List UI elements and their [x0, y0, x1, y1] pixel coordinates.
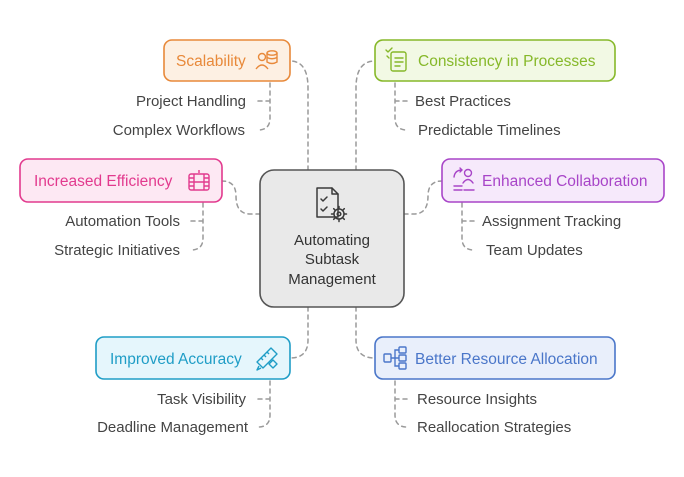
connector-resources	[355, 306, 376, 359]
efficiency-item-2: Strategic Initiatives	[54, 242, 180, 259]
resources-item-2: Reallocation Strategies	[417, 419, 571, 436]
connector-consistency	[355, 60, 376, 171]
film-strip-icon	[188, 170, 210, 191]
branch-consistency[interactable]: Consistency in Processes	[374, 39, 616, 82]
scalability-item-2: Complex Workflows	[113, 122, 245, 139]
branch-collaboration-label: Enhanced Collaboration	[482, 173, 647, 190]
collaboration-item-1: Assignment Tracking	[482, 213, 621, 230]
team-exchange-icon	[453, 167, 475, 191]
connector-collaboration	[403, 180, 443, 215]
checklist-icon	[385, 47, 407, 72]
hierarchy-icon	[383, 346, 407, 370]
branch-accuracy-label: Improved Accuracy	[110, 351, 242, 368]
branch-resources[interactable]: Better Resource Allocation	[374, 336, 616, 380]
branch-consistency-label: Consistency in Processes	[418, 53, 596, 70]
center-title-line-2: Subtask	[305, 251, 360, 268]
bracket-scalability	[257, 82, 271, 131]
connectors	[190, 60, 475, 428]
efficiency-item-1: Automation Tools	[65, 213, 180, 230]
bracket-consistency	[394, 82, 408, 131]
bracket-resources	[394, 380, 408, 428]
task-settings-icon	[316, 187, 348, 223]
consistency-item-2: Predictable Timelines	[418, 122, 561, 139]
branch-scalability-label: Scalability	[176, 53, 246, 70]
bracket-collaboration	[461, 202, 475, 251]
center-title-line-3: Management	[288, 271, 376, 288]
connector-efficiency	[221, 180, 261, 215]
bracket-efficiency	[190, 202, 204, 251]
user-database-icon	[255, 50, 278, 70]
pencil-ruler-icon	[256, 347, 278, 371]
branch-accuracy[interactable]: Improved Accuracy	[95, 336, 291, 380]
collaboration-item-2: Team Updates	[486, 242, 583, 259]
resources-item-1: Resource Insights	[417, 391, 537, 408]
bracket-accuracy	[257, 380, 271, 428]
accuracy-item-1: Task Visibility	[157, 391, 246, 408]
scalability-item-1: Project Handling	[136, 93, 246, 110]
connector-scalability	[289, 60, 309, 171]
branch-resources-label: Better Resource Allocation	[415, 351, 598, 368]
center-title-line-1: Automating	[294, 232, 370, 249]
connector-accuracy	[289, 306, 309, 359]
branch-efficiency[interactable]: Increased Efficiency	[19, 158, 223, 203]
accuracy-item-2: Deadline Management	[97, 419, 249, 436]
branch-collaboration[interactable]: Enhanced Collaboration	[441, 158, 665, 203]
center-node[interactable]: Automating Subtask Management	[259, 169, 405, 308]
branch-scalability[interactable]: Scalability	[163, 39, 291, 82]
consistency-item-1: Best Practices	[415, 93, 511, 110]
branch-efficiency-label: Increased Efficiency	[34, 173, 173, 190]
